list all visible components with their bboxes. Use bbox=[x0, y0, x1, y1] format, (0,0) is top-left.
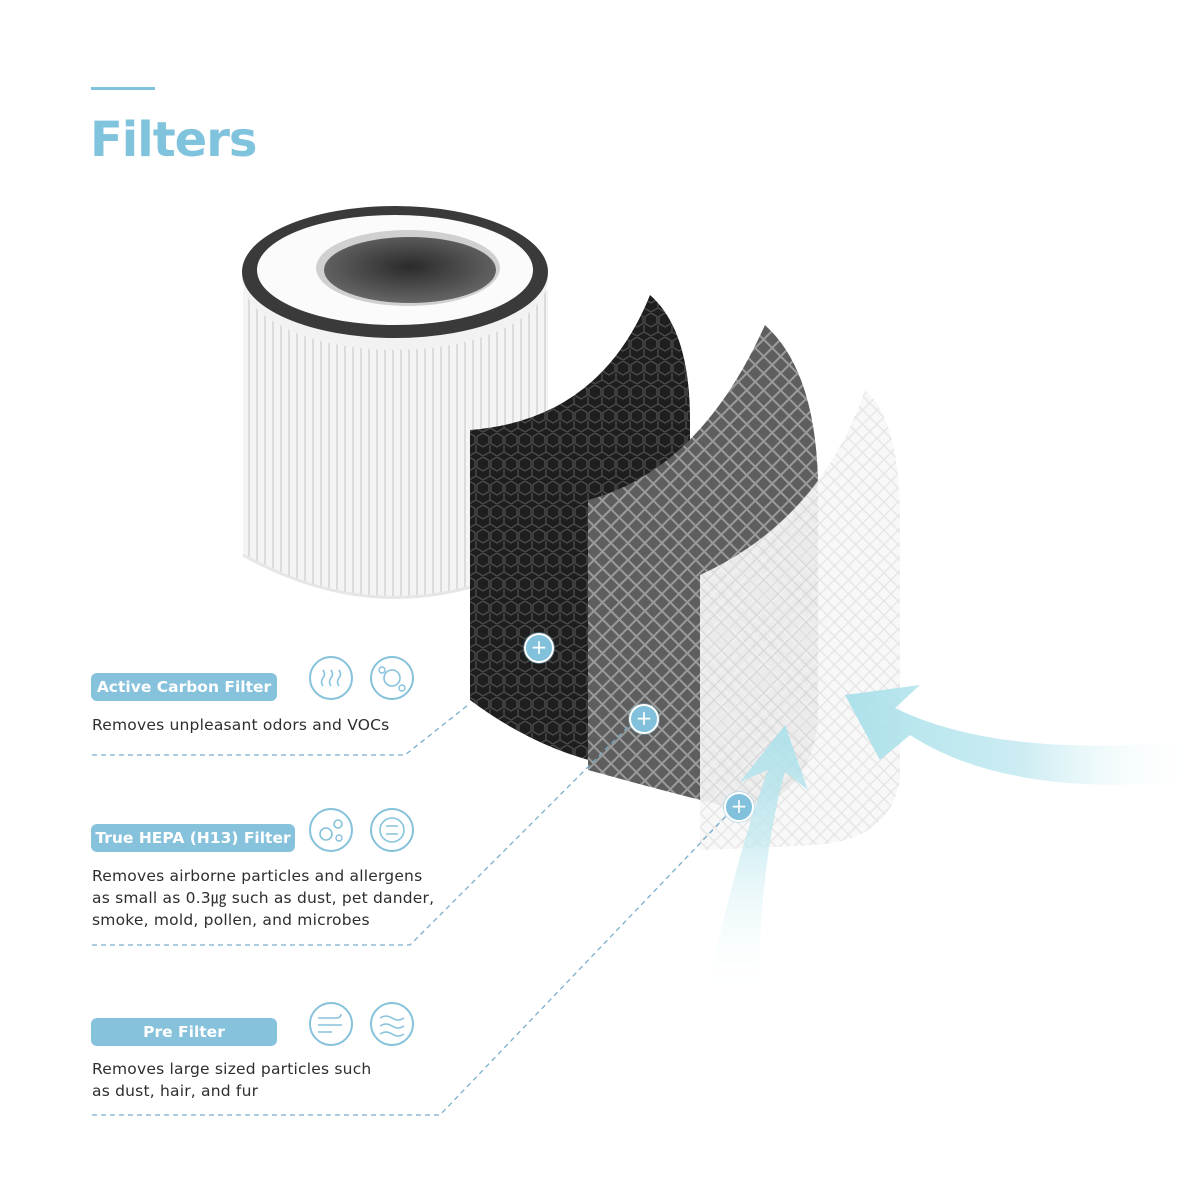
carbon-marker[interactable]: + bbox=[524, 633, 554, 663]
wind-dust-icon bbox=[308, 1001, 354, 1047]
hepa-filter-label: True HEPA (H13) Filter bbox=[91, 824, 295, 852]
leader-lines bbox=[92, 704, 731, 1116]
carbon-filter-label: Active Carbon Filter bbox=[91, 673, 277, 701]
title-accent-bar bbox=[91, 87, 155, 90]
pre-filter-label: Pre Filter bbox=[91, 1018, 277, 1046]
hepa-filter-line-3: smoke, mold, pollen, and microbes bbox=[92, 911, 370, 929]
odor-wave-icon bbox=[308, 655, 354, 701]
hair-fur-icon bbox=[369, 1001, 415, 1047]
hepa-filter-line-1: Removes airborne particles and allergens bbox=[92, 867, 423, 885]
carbon-filter-line-1: Removes unpleasant odors and VOCs bbox=[92, 716, 390, 734]
voc-particle-icon bbox=[369, 655, 415, 701]
pre-filter-line-2: as dust, hair, and fur bbox=[92, 1082, 259, 1100]
feature-icon-shapes bbox=[309, 656, 414, 1046]
page-title: Filters bbox=[90, 112, 257, 168]
airflow-arrows bbox=[705, 685, 1200, 1000]
pre-filter-line-1: Removes large sized particles such bbox=[92, 1060, 372, 1078]
pre-filter-marker[interactable]: + bbox=[724, 792, 754, 822]
cylinder-filter bbox=[242, 206, 549, 599]
hepa-filter-line-2: as small as 0.3㎍ such as dust, pet dande… bbox=[92, 889, 435, 907]
allergen-bubbles-icon bbox=[308, 807, 354, 853]
hepa-marker[interactable]: + bbox=[629, 704, 659, 734]
pre-filter-sheet bbox=[700, 390, 900, 850]
microbe-icon bbox=[369, 807, 415, 853]
